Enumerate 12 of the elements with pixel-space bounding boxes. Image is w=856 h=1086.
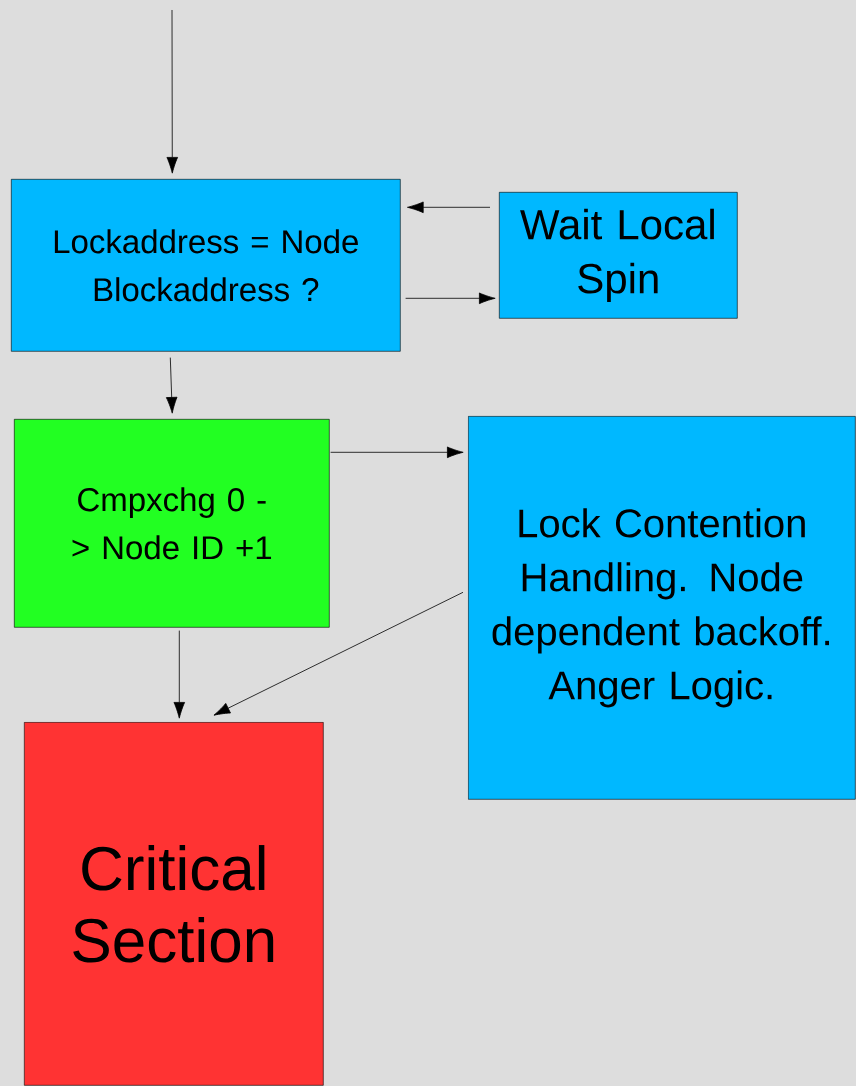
- process-box: Wait Local Spin: [499, 192, 738, 319]
- arrow: [165, 357, 178, 414]
- arrow: [173, 630, 186, 719]
- arrow: [407, 201, 491, 214]
- process-box: Critical Section: [24, 722, 324, 1086]
- arrow: [213, 591, 464, 716]
- arrow: [330, 446, 464, 459]
- process-box: Lock Contention Handling. Node dependent backoff. Anger Logic.: [468, 416, 856, 800]
- arrow: [405, 292, 496, 305]
- process-box: Cmpxchg 0 -> Node ID +1: [14, 419, 330, 628]
- decision-box: Lockaddress = Node Blockaddress ?: [11, 179, 401, 352]
- arrow: [166, 9, 178, 174]
